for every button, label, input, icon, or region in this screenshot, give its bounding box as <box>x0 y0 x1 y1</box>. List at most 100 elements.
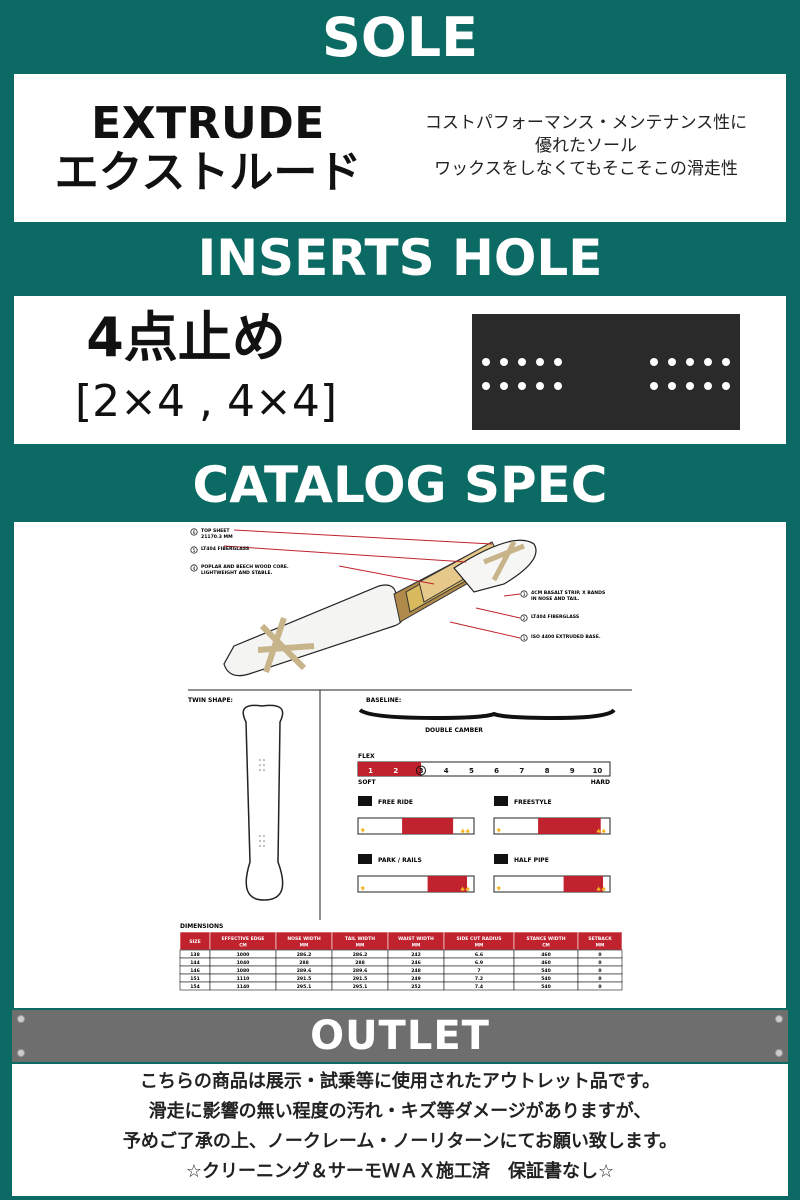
insert-hole-dot <box>668 382 676 390</box>
dimensions-cell-text: 460 <box>541 952 551 958</box>
layer-label: POPLAR AND BEECH WOOD CORE. <box>201 564 289 570</box>
dimensions-cell-text: 6.6 <box>475 952 483 958</box>
insert-hole-dot <box>704 382 712 390</box>
dimensions-cell-text: 286.2 <box>297 952 312 958</box>
insert-hole-dot <box>686 358 694 366</box>
dimensions-cell-text: 1080 <box>237 968 250 974</box>
dimensions-header-unit: MM <box>596 943 605 949</box>
outlet-note-line: こちらの商品は展示・試乗等に使用されたアウトレット品です。 <box>139 1071 661 1092</box>
insert-hole-dot <box>500 358 508 366</box>
rating-bar-fill <box>402 818 454 834</box>
layer-number: 5 <box>193 548 196 554</box>
insert-hole-dot <box>500 382 508 390</box>
layer-label: LT404 FIBERGLASS <box>201 546 249 552</box>
layer-number: 6 <box>193 530 196 536</box>
dimensions-cell-text: 7.2 <box>475 976 483 982</box>
dimensions-cell-text: 291.5 <box>297 976 312 982</box>
layer-label: TOP SHEET <box>201 528 230 534</box>
corner-rivet-icon <box>17 1049 25 1057</box>
riding-style-icon <box>358 854 372 864</box>
insert-hole-dot <box>518 358 526 366</box>
corner-rivet-icon <box>775 1015 783 1023</box>
inserts-heading: INSERTS HOLE <box>197 229 603 287</box>
flex-marker <box>416 765 426 776</box>
outlet-notes: こちらの商品は展示・試乗等に使用されたアウトレット品です。 滑走に影響の無い程度… <box>12 1064 788 1196</box>
twin-shape-label: TWIN SHAPE: <box>188 697 233 704</box>
dimensions-header-unit: MM <box>475 943 484 949</box>
dimensions-cell-text: 295.1 <box>353 984 368 990</box>
outlet-note-line: 滑走に影響の無い程度の汚れ・キズ等ダメージがありますが、 <box>148 1101 652 1122</box>
dimensions-title: DIMENSIONS <box>180 923 223 930</box>
catalog-heading: CATALOG SPEC <box>192 456 608 514</box>
riding-style-name: FREE RIDE <box>378 799 413 806</box>
sole-desc-line: 優れたソール <box>535 136 637 156</box>
twin-shape-board-outline <box>242 704 284 901</box>
dimensions-cell-text: 0 <box>598 952 601 958</box>
dimensions-cell-text: 1000 <box>237 952 250 958</box>
insert-hole-dot <box>704 358 712 366</box>
dimensions-header-text: SIDE CUT RADIUS <box>456 936 501 942</box>
dimensions-cell-text: 246 <box>411 960 421 966</box>
insert-hole-dot <box>686 382 694 390</box>
outlet-banner: OUTLET <box>12 1010 788 1062</box>
outlet-label: OUTLET <box>310 1013 490 1059</box>
board-layers-illustration <box>223 529 537 677</box>
thumbs-up-icon: 👍👍 <box>460 886 470 891</box>
corner-rivet-icon <box>17 1015 25 1023</box>
camber-label: DOUBLE CAMBER <box>425 727 483 734</box>
dimensions-header-unit: MM <box>356 943 365 949</box>
flex-scale-number: 1 <box>368 767 373 775</box>
dimensions-header-text: TAIL WIDTH <box>345 936 375 942</box>
sole-description: コストパフォーマンス・メンテナンス性に 優れたソール ワックスをしなくてもそこそ… <box>390 112 782 181</box>
thumbs-up-icon: 👍👍 <box>596 886 606 891</box>
flex-fill <box>358 762 421 776</box>
layer-sublabel: 21170.3 MM <box>201 534 233 540</box>
dimensions-cell-text: 1140 <box>237 984 250 990</box>
insert-hole-dot <box>482 358 490 366</box>
dimensions-cell-text: 7 <box>477 968 480 974</box>
riding-style-icon <box>358 796 372 806</box>
double-camber-profile <box>358 708 616 721</box>
dimensions-cell-text: 540 <box>541 984 551 990</box>
flex-scale-number: 7 <box>519 767 524 775</box>
sole-name: EXTRUDE エクストルード <box>32 100 384 198</box>
thumbs-down-icon: 👎 <box>360 886 365 891</box>
riding-style-ratings: FREE RIDE👎👍👍FREESTYLE👎👍👍PARK / RAILS👎👍👍H… <box>357 796 611 893</box>
flex-scale-number: 3 <box>419 767 424 775</box>
insert-hole-dot <box>722 382 730 390</box>
dimensions-cell-text: 242 <box>411 952 421 958</box>
dimensions-cell-text: 0 <box>598 960 601 966</box>
dimensions-cell-text: 288 <box>355 960 365 966</box>
insert-hole-dot <box>518 382 526 390</box>
insert-hole-dot <box>536 358 544 366</box>
dimensions-cell-text: 0 <box>598 984 601 990</box>
dimensions-header-unit: MM <box>412 943 421 949</box>
insert-hole-dot <box>668 358 676 366</box>
insert-hole-dot <box>536 382 544 390</box>
insert-hole-dot <box>650 382 658 390</box>
layer-label: LT404 FIBERGLASS <box>531 614 579 620</box>
dimensions-header-text: WAIST WIDTH <box>398 936 434 942</box>
insert-hole-dot <box>554 358 562 366</box>
dimensions-cell-text: 248 <box>411 968 421 974</box>
insert-hole-dot <box>722 358 730 366</box>
riding-style-name: FREESTYLE <box>514 799 552 806</box>
dimensions-cell-text: 6.9 <box>475 960 483 966</box>
flex-soft-label: SOFT <box>358 779 377 786</box>
dimensions-cell-text: 1110 <box>237 976 250 982</box>
flex-scale-number: 10 <box>593 767 603 775</box>
dimensions-cell-text: 138 <box>190 952 200 958</box>
riding-style-icon <box>494 854 508 864</box>
flex-scale-number: 2 <box>393 767 398 775</box>
layer-number: 4 <box>193 566 196 572</box>
inserts-pattern: [2×4 , 4×4] <box>74 376 337 427</box>
sole-desc-line: コストパフォーマンス・メンテナンス性に <box>424 113 748 133</box>
rating-bar-fill <box>563 876 604 892</box>
layer-number-badge <box>190 546 198 554</box>
layer-number: 2 <box>523 616 526 622</box>
flex-scale-number: 8 <box>545 767 550 775</box>
